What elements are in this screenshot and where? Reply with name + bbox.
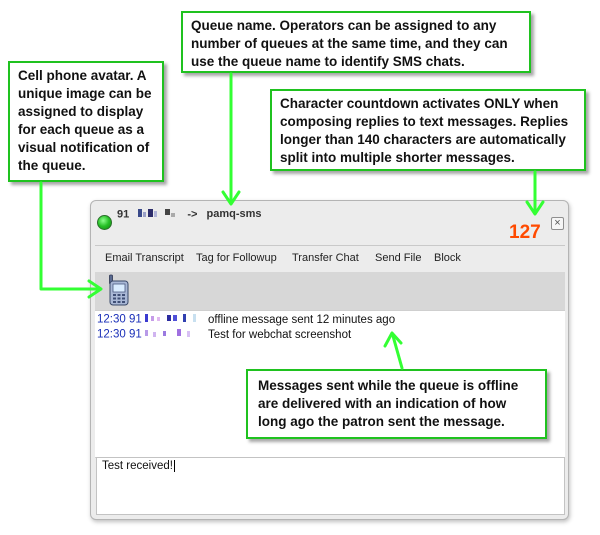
chat-message: 12:30 91 offline message sent 12 minutes… [97, 313, 395, 326]
message-sender: 91 [128, 328, 142, 341]
reply-text: Test received! [102, 460, 173, 473]
callout-queue-name: Queue name. Operators can be assigned to… [181, 11, 531, 73]
message-time: 12:30 [97, 313, 126, 326]
callout-avatar: Cell phone avatar. A unique image can be… [8, 61, 164, 182]
tag-for-followup-button[interactable]: Tag for Followup [196, 252, 277, 264]
divider [95, 245, 565, 246]
character-countdown: 127 [509, 222, 541, 243]
transfer-chat-button[interactable]: Transfer Chat [292, 252, 359, 264]
cell-phone-icon [109, 274, 129, 306]
block-button[interactable]: Block [434, 252, 461, 264]
callout-offline-messages: Messages sent while the queue is offline… [246, 369, 547, 439]
send-file-button[interactable]: Send File [375, 252, 422, 264]
menu-bar: Email Transcript Tag for Followup Transf… [95, 249, 565, 269]
message-text: Test for webchat screenshot [207, 328, 352, 341]
queue-name: pamq-sms [206, 208, 262, 221]
redacted-number [132, 208, 184, 221]
chat-message: 12:30 91 Test for webchat screenshot [97, 328, 351, 341]
arrow-to-offline-message [391, 334, 404, 370]
status-online-icon [97, 215, 112, 230]
close-button[interactable]: × [551, 217, 564, 230]
redacted-number [143, 328, 199, 341]
chat-title: 91 -> pamq-sms [117, 208, 262, 221]
callout-character-countdown: Character countdown activates ONLY when … [270, 89, 586, 171]
email-transcript-button[interactable]: Email Transcript [105, 252, 184, 264]
arrow-to-avatar [39, 181, 99, 291]
patron-number: 91 [117, 208, 130, 221]
redacted-number [143, 313, 199, 326]
reply-input[interactable]: Test received! [96, 457, 565, 515]
title-arrow: -> [187, 208, 198, 221]
message-sender: 91 [128, 313, 142, 326]
queue-avatar-strip [95, 272, 565, 310]
message-text: offline message sent 12 minutes ago [207, 313, 396, 326]
text-caret [173, 460, 175, 472]
message-time: 12:30 [97, 328, 126, 341]
